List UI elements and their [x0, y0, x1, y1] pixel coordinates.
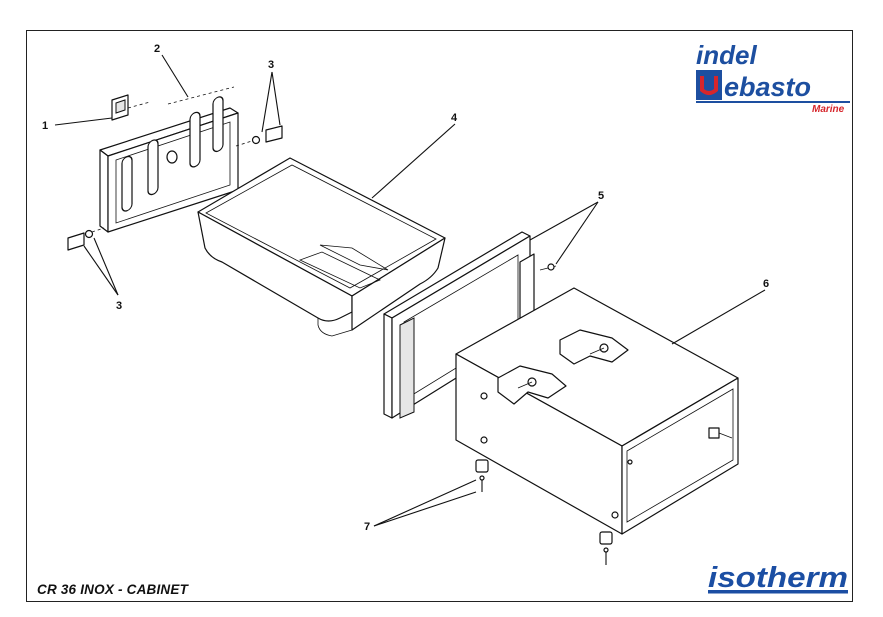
callout-4: 4 [451, 112, 458, 124]
webasto-w-mark [696, 70, 722, 100]
isotherm-logo: isotherm [708, 562, 848, 594]
leader-lines [54, 54, 766, 527]
drawing-title: CR 36 INOX - CABINET [37, 582, 189, 597]
latch-part-1 [111, 94, 151, 121]
callout-7: 7 [364, 521, 370, 533]
hinge-bottom-part-3 [67, 227, 105, 251]
callout-1: 1 [42, 120, 48, 132]
hinge-top-part-3 [235, 125, 283, 147]
indel-wordmark: indel [696, 40, 757, 70]
callout-3-bottom: 3 [116, 300, 122, 312]
webasto-wordmark: ebasto [724, 72, 811, 102]
callout-3-top: 3 [268, 59, 274, 71]
inner-liner-part-4 [197, 157, 446, 337]
diagram-frame [26, 30, 853, 602]
callout-2: 2 [154, 43, 160, 55]
marine-wordmark: Marine [812, 104, 845, 115]
callout-5: 5 [598, 190, 604, 202]
cabinet-box-part-6 [455, 287, 739, 535]
foot-left-part-7 [475, 459, 489, 492]
isotherm-wordmark: isotherm [708, 562, 848, 594]
callout-6: 6 [763, 278, 769, 290]
door-panel-part-2 [99, 86, 239, 233]
foot-right-part-7 [599, 531, 613, 565]
indel-webasto-marine-logo: indel ebasto Marine [696, 40, 850, 115]
